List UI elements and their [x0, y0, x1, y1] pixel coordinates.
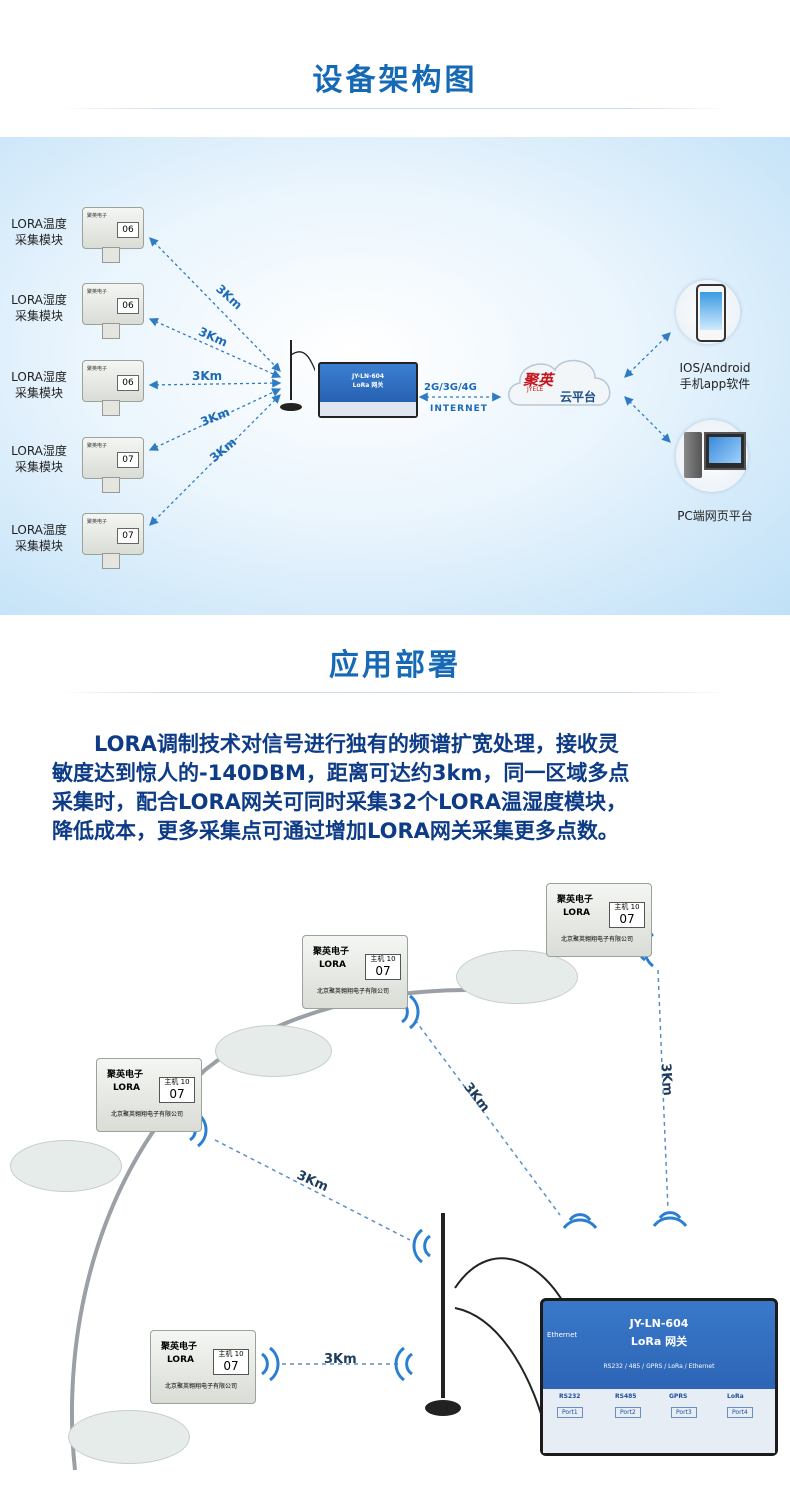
module-5-label: LORA温度采集模块: [11, 523, 67, 553]
section-title-architecture: 设备架构图: [312, 63, 478, 98]
module-3-label: LORA湿度采集模块: [11, 370, 67, 400]
module-1-label: LORA温度采集模块: [11, 217, 67, 247]
section-title-deployment: 应用部署: [329, 648, 461, 683]
module-2-label: LORA湿度采集模块: [11, 293, 67, 323]
cloud-label: 云平台: [560, 390, 597, 404]
distance-label-3: 3Km: [192, 369, 223, 383]
sensor-module-1: 聚英电子 06: [82, 207, 144, 249]
greenhouse-2: [215, 1025, 332, 1077]
module-4-label: LORA湿度采集模块: [11, 444, 67, 474]
cloud-icon: [508, 359, 611, 406]
cloud-brand: 聚英: [523, 371, 554, 389]
link-cloud-phone: [624, 332, 671, 378]
phone-icon: [696, 284, 726, 342]
link-cloud-pc: [624, 396, 671, 443]
greenhouse-1: [10, 1140, 122, 1192]
sensor-gland-4: [102, 477, 120, 493]
cloud-brand-en: JYELE: [527, 386, 544, 393]
sensor-gland-5: [102, 553, 120, 569]
sensor-gland-1: [102, 247, 120, 263]
pc-monitor-icon: [704, 432, 746, 470]
antenna-icon: [280, 340, 315, 411]
description-paragraph: LORA调制技术对信号进行独有的频谱扩宽处理，接收灵 敏度达到惊人的-140DB…: [52, 732, 630, 843]
link-module-5: [149, 394, 281, 526]
sensor-module-2: 聚英电子 06: [82, 283, 144, 325]
pc-label: PC端网页平台: [677, 509, 753, 523]
title-divider: [60, 108, 730, 109]
sensor-gland-2: [102, 323, 120, 339]
link-sublabel: INTERNET: [430, 404, 488, 414]
architecture-connectors: [148, 237, 671, 526]
sensor-module-4: 聚英电子 07: [82, 437, 144, 479]
sensor-gland-3: [102, 400, 120, 416]
greenhouse-3: [456, 950, 578, 1004]
gateway-device-small: JY-LN-604 LoRa 网关: [318, 362, 418, 418]
link-module-1: [149, 237, 281, 372]
deploy-distance-4: 3Km: [324, 1352, 357, 1367]
link-module-3: [148, 378, 282, 390]
pc-tower-icon: [684, 432, 702, 478]
gateway-device-large: Ethernet JY-LN-604 LoRa 网关 RS232 / 485 /…: [540, 1298, 778, 1456]
deploy-distance-3: 3Km: [657, 1062, 675, 1097]
sensor-module-3: 聚英电子 06: [82, 360, 144, 402]
greenhouse-4: [68, 1410, 190, 1464]
sensor-module-5: 聚英电子 07: [82, 513, 144, 555]
title-divider-2: [60, 692, 730, 693]
link-label: 2G/3G/4G: [424, 382, 477, 393]
